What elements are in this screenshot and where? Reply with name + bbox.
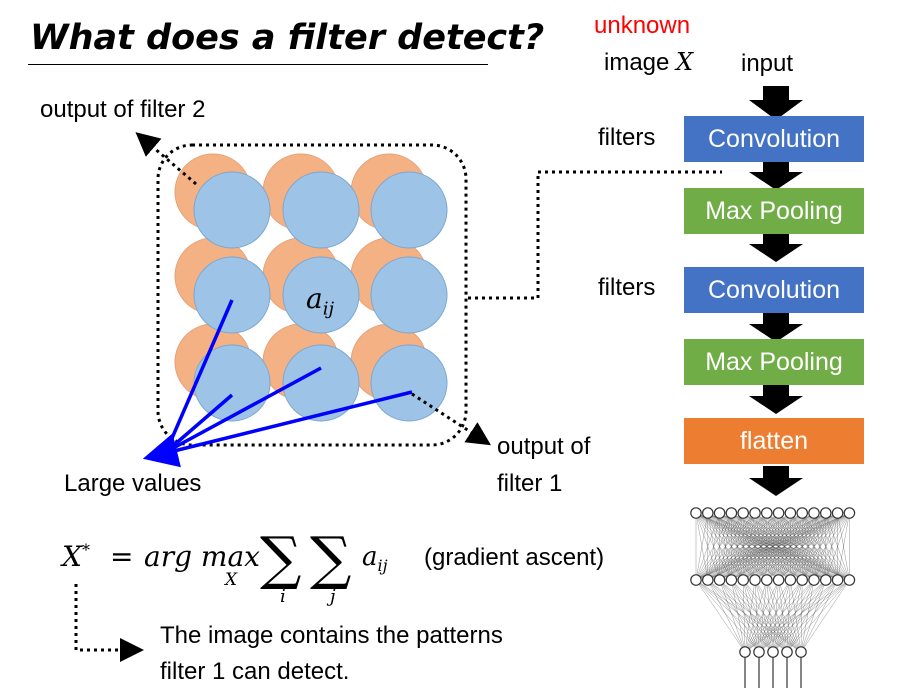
convolution-box-1: Convolution — [684, 116, 864, 162]
filter2-pointer — [135, 132, 197, 186]
filters-label-1: filters — [598, 124, 656, 151]
large-value-lines — [142, 299, 413, 468]
sum-sub-i: i — [280, 586, 286, 607]
sum-sub-j: j — [330, 586, 336, 607]
feature-map-frame — [156, 143, 468, 447]
equation-argmax: arg max — [144, 540, 260, 573]
large-values-label: Large values — [64, 470, 202, 497]
flatten-box: flatten — [684, 418, 864, 464]
equation-note: (gradient ascent) — [424, 544, 605, 571]
sum-symbol-i: ∑ — [260, 524, 302, 592]
output-filter2-label: output of filter 2 — [40, 96, 206, 123]
aij-label: aij — [306, 282, 335, 320]
equation-term: aij — [362, 542, 388, 576]
frame-to-pipeline-connector — [468, 170, 722, 300]
fully-connected-network — [690, 507, 856, 688]
image-x-label: image X — [604, 48, 694, 76]
filters-label-2: filters — [598, 274, 656, 301]
conclusion-line2: filter 1 can detect. — [160, 658, 350, 685]
filter1-output-circles — [193, 171, 448, 422]
convolution-box-2: Convolution — [684, 267, 864, 313]
equation-to-conclusion-pointer — [74, 584, 144, 662]
max-pooling-box-1: Max Pooling — [684, 188, 864, 234]
max-pooling-box-2: Max Pooling — [684, 339, 864, 385]
conclusion-line1: The image contains the patterns — [160, 622, 503, 649]
equation-lhs: X* — [62, 540, 90, 573]
output-filter1-label-line1: output of — [497, 433, 591, 460]
sum-symbol-j: ∑ — [310, 524, 352, 592]
output-filter1-label-line2: filter 1 — [497, 470, 563, 497]
slide-title: What does a filter detect? — [30, 18, 545, 58]
pipeline-arrows — [749, 86, 803, 496]
filter1-pointer — [411, 392, 492, 446]
title-underline — [28, 64, 488, 65]
equation-equals: = — [110, 540, 134, 573]
unknown-label: unknown — [594, 12, 691, 39]
input-label: input — [741, 50, 794, 77]
equation-argmax-sub: X — [225, 570, 238, 590]
